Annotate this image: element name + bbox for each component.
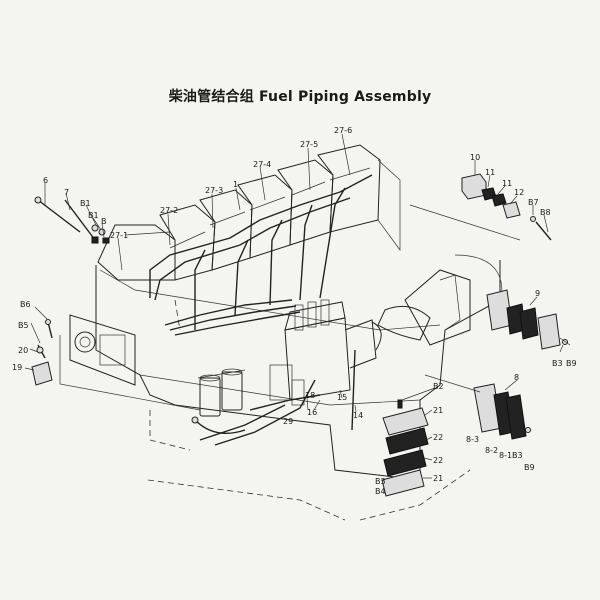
callout-21-top: 21 bbox=[433, 406, 443, 415]
bracket-19-20 bbox=[31, 319, 53, 386]
callout-6: 6 bbox=[43, 176, 48, 185]
callout-7: 7 bbox=[64, 188, 69, 197]
injection-pump bbox=[269, 299, 382, 406]
callout-b2: B2 bbox=[433, 382, 444, 391]
callout-b1-top: B1 bbox=[80, 199, 91, 208]
callout-21-bottom: 21 bbox=[433, 474, 443, 483]
engine-block bbox=[69, 254, 503, 521]
callout-10: 10 bbox=[470, 153, 480, 162]
callout-9: 9 bbox=[535, 289, 540, 298]
callout-27-5: 27-5 bbox=[300, 140, 318, 149]
callout-b3-right: B3 bbox=[552, 359, 563, 368]
clamp-set-9 bbox=[486, 289, 571, 350]
clamp-set-8 bbox=[424, 374, 531, 440]
callout-8-2: 8-2 bbox=[485, 446, 498, 455]
callout-b9-lower: B9 bbox=[524, 463, 535, 472]
callout-b4: B4 bbox=[375, 487, 386, 496]
callout-15: 15 bbox=[337, 393, 347, 402]
callout-27-3: 27-3 bbox=[205, 186, 223, 195]
washers-b1 bbox=[91, 224, 110, 244]
callout-14: 14 bbox=[353, 411, 363, 420]
clamp-set-10-12 bbox=[409, 173, 552, 241]
callout-27-1: 27-1 bbox=[110, 231, 128, 240]
callout-b1: B1 bbox=[88, 211, 99, 220]
callout-12: 12 bbox=[514, 188, 524, 197]
callout-11-b: 11 bbox=[502, 179, 512, 188]
pipe-6 bbox=[34, 196, 81, 233]
callout-29: 29 bbox=[283, 417, 293, 426]
callout-b3-lower: B3 bbox=[512, 451, 523, 460]
callout-8-3: 8-3 bbox=[466, 435, 479, 444]
clamps-21-22 bbox=[381, 399, 429, 497]
callout-16: 16 bbox=[307, 408, 317, 417]
callout-22-bottom: 22 bbox=[433, 456, 443, 465]
cylinder-heads bbox=[97, 144, 401, 281]
callout-b9-right: B9 bbox=[566, 359, 577, 368]
callout-27-2: 27-2 bbox=[160, 206, 178, 215]
fuel-filter bbox=[197, 368, 246, 417]
callout-19: 19 bbox=[12, 363, 22, 372]
callout-labels: 6 7 B1 B1 B 27-1 27-2 27-3 1 27-4 27-5 2… bbox=[12, 126, 577, 496]
callout-b5: B5 bbox=[18, 321, 29, 330]
callout-27-4: 27-4 bbox=[253, 160, 271, 169]
callout-b3-bottom: B3 bbox=[375, 477, 386, 486]
callout-1: 1 bbox=[233, 180, 238, 189]
callout-18: 18 bbox=[305, 391, 315, 400]
callout-b8: B8 bbox=[540, 208, 551, 217]
fuel-pipes bbox=[149, 174, 373, 446]
callout-8: 8 bbox=[514, 373, 519, 382]
callout-b7: B7 bbox=[528, 198, 539, 207]
callout-8-1: 8-1 bbox=[499, 451, 512, 460]
callout-b6: B6 bbox=[20, 300, 31, 309]
bolt-7 bbox=[64, 199, 99, 244]
callout-11-a: 11 bbox=[485, 168, 495, 177]
hose-29 bbox=[191, 416, 246, 434]
callout-b: B bbox=[101, 217, 107, 226]
callout-20: 20 bbox=[18, 346, 28, 355]
callout-22-top: 22 bbox=[433, 433, 443, 442]
leader-lines bbox=[24, 133, 564, 479]
diagram-title: 柴油管结合组 Fuel Piping Assembly bbox=[168, 89, 432, 105]
callout-27-6: 27-6 bbox=[334, 126, 352, 135]
